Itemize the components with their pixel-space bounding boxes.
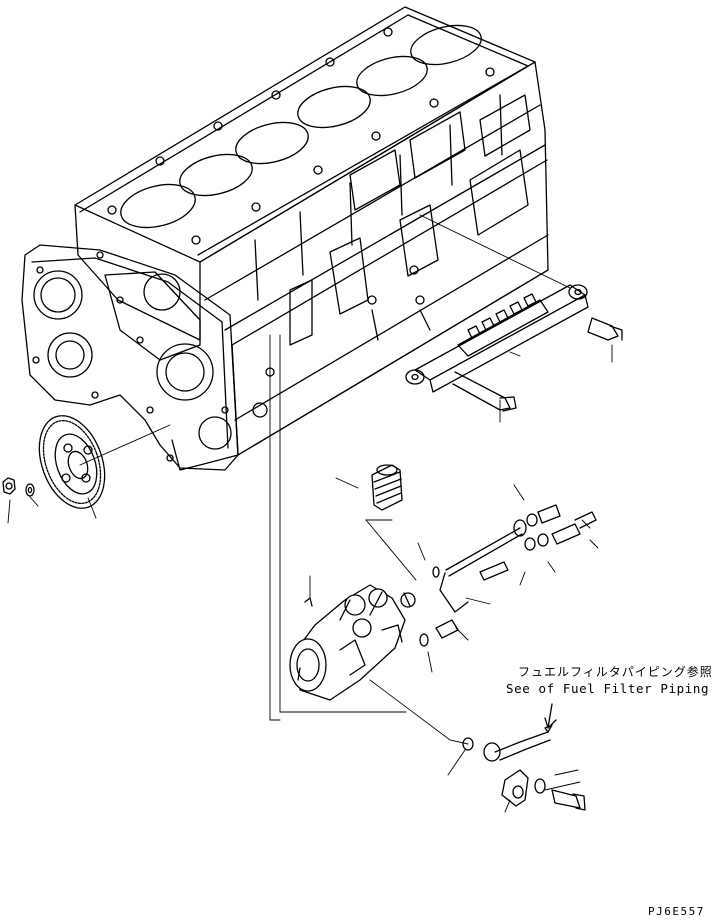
banjo-bolt — [419, 619, 459, 647]
reference-note-japanese: フュエルフィルタパイピング参照 — [518, 665, 713, 679]
fuel-rail — [405, 214, 589, 393]
return-hose — [483, 703, 557, 762]
drawing-code: PJ6E557 — [648, 905, 705, 918]
fuel-pipe — [439, 527, 523, 613]
clamp-bracket — [501, 769, 546, 807]
pipe-fittings — [513, 504, 597, 551]
cylinder-block — [74, 6, 549, 471]
supply-pump — [289, 584, 416, 701]
pressure-sensor — [587, 317, 623, 341]
gear-housing — [21, 244, 239, 471]
drive-gear — [38, 415, 171, 509]
plug — [371, 464, 403, 511]
nut — [2, 477, 16, 495]
reference-note-english: See of Fuel Filter Piping — [506, 681, 710, 696]
sealing-washer — [462, 737, 474, 751]
hose-bolt — [551, 789, 586, 811]
leader-lines — [7, 334, 613, 813]
washer — [25, 483, 35, 497]
rail-bolt — [452, 371, 517, 412]
